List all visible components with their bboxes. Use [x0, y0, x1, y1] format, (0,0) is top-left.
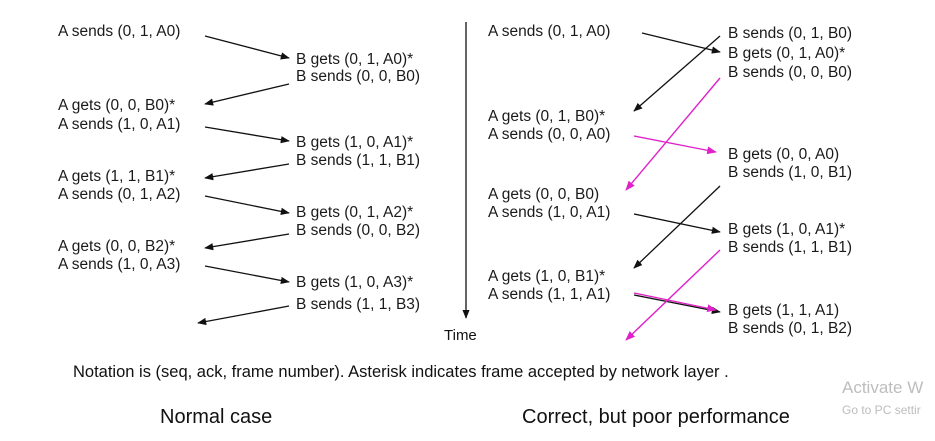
poor-a-event: A sends (0, 0, A0)	[488, 126, 611, 143]
poor-case-duplicate-arrows	[625, 77, 721, 341]
arrow-b-to-a-frame-b2	[204, 233, 290, 251]
arrow-a-to-b-frame-a0-duplicate	[633, 135, 717, 155]
arrow-b-to-a-frame-b0-duplicate	[625, 77, 721, 191]
poor-b-event: B gets (0, 1, A0)*	[728, 45, 846, 62]
normal-a-event: A gets (0, 0, B0)*	[58, 97, 176, 114]
arrow-b-to-a-frame-b1-duplicate	[625, 249, 721, 341]
normal-a-event: A gets (1, 1, B1)*	[58, 168, 176, 185]
normal-b-event: B gets (0, 1, A0)*	[296, 51, 414, 68]
arrow-b-to-a-frame-b0	[204, 83, 290, 106]
normal-case-arrows	[197, 35, 290, 326]
arrow-a-to-b-frame-a1	[204, 126, 290, 144]
poor-b-event: B sends (0, 1, B0)	[728, 25, 853, 42]
caption-poor-performance: Correct, but poor performance	[522, 406, 790, 428]
arrow-a-to-b-frame-a0-first	[641, 32, 721, 54]
arrow-a-to-b-frame-a3	[204, 265, 290, 285]
normal-b-event: B sends (1, 1, B1)	[296, 152, 421, 169]
arrow-a-to-b-frame-a2	[204, 195, 290, 215]
poor-b-event: B sends (1, 0, B1)	[728, 164, 853, 181]
poor-a-event: A sends (0, 1, A0)	[488, 23, 611, 40]
normal-a-event: A gets (0, 0, B2)*	[58, 238, 176, 255]
notation-text: Notation is (seq, ack, frame number). As…	[73, 363, 729, 381]
poor-b-event: B sends (1, 1, B1)	[728, 239, 853, 256]
poor-a-event: A gets (0, 1, B0)*	[488, 108, 606, 125]
poor-b-event: B gets (1, 0, A1)*	[728, 221, 846, 238]
poor-a-event: A sends (1, 0, A1)	[488, 204, 611, 221]
arrow-b-to-a-frame-b0-first	[633, 35, 721, 112]
arrow-b-to-a-frame-b3	[197, 305, 290, 326]
poor-b-event: B sends (0, 0, B0)	[728, 64, 853, 81]
poor-b-event: B gets (0, 0, A0)	[728, 146, 840, 163]
normal-b-event: B gets (0, 1, A2)*	[296, 204, 414, 221]
caption-normal-case: Normal case	[160, 406, 273, 428]
arrow-a-to-b-frame-a1-second	[633, 294, 721, 314]
poor-b-event: B gets (1, 1, A1)	[728, 302, 840, 319]
normal-b-event: B gets (1, 0, A1)*	[296, 134, 414, 151]
poor-a-event: A sends (1, 1, A1)	[488, 286, 611, 303]
normal-a-event: A sends (0, 1, A0)	[58, 23, 181, 40]
normal-b-event: B sends (1, 1, B3)	[296, 296, 421, 313]
normal-b-event: B sends (0, 0, B0)	[296, 68, 421, 85]
time-axis-label: Time	[444, 327, 477, 344]
activation-watermark-title: Activate W	[842, 378, 924, 397]
arrow-a-to-b-frame-a1-duplicate	[633, 292, 717, 313]
arrow-a-to-b-frame-a0	[204, 35, 290, 60]
arrow-b-to-a-frame-b1	[633, 185, 721, 269]
poor-b-event: B sends (0, 1, B2)	[728, 320, 853, 337]
normal-a-event: A sends (1, 0, A1)	[58, 116, 181, 133]
poor-case-arrows	[633, 32, 721, 314]
normal-b-event: B gets (1, 0, A3)*	[296, 274, 414, 291]
normal-a-event: A sends (0, 1, A2)	[58, 186, 181, 203]
normal-b-event: B sends (0, 0, B2)	[296, 222, 421, 239]
normal-a-event: A sends (1, 0, A3)	[58, 256, 181, 273]
poor-a-event: A gets (1, 0, B1)*	[488, 268, 606, 285]
activation-watermark-subtitle: Go to PC settir	[842, 403, 921, 417]
arrow-b-to-a-frame-b1	[204, 163, 290, 181]
poor-a-event: A gets (0, 0, B0)	[488, 186, 600, 203]
arrow-a-to-b-frame-a1	[633, 213, 721, 234]
